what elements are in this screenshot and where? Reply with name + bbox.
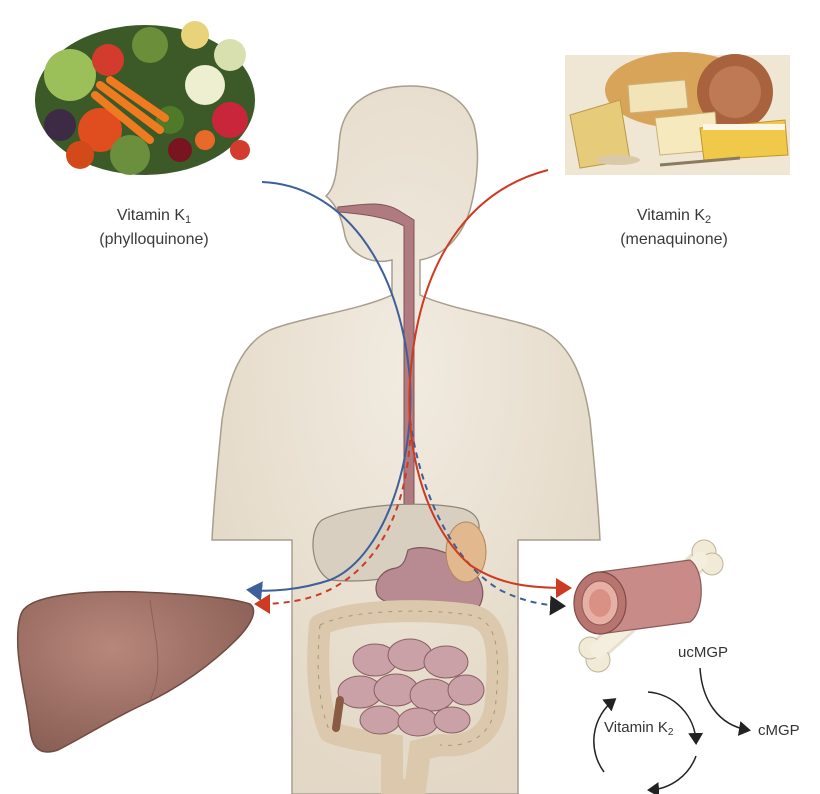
cmgp-label: cMGP [758,722,800,739]
vitamin-k2-label: Vitamin K2 (menaquinone) [594,206,754,250]
vitamin-k2-cycle [594,692,696,790]
vegetables-image [35,21,255,175]
artery [574,560,701,634]
vitamin-k2-compound: (menaquinone) [620,231,728,248]
vitamin-k2-name: Vitamin K [637,207,705,224]
vitamin-k1-label: Vitamin K1 (phylloquinone) [74,206,234,250]
cycle-vitamin-k2-label: Vitamin K2 [604,719,673,738]
cycle-name: Vitamin K [604,719,668,736]
vitamin-k1-subscript: 1 [185,214,191,226]
liver [18,592,254,752]
ucmgp-to-cmgp-arrow [700,668,748,730]
vitamin-k1-compound: (phylloquinone) [99,231,208,248]
cycle-subscript: 2 [668,727,674,738]
ucmgp-label: ucMGP [678,644,728,661]
vitamin-k1-name: Vitamin K [117,207,185,224]
gallbladder [446,522,486,582]
cheese-image [565,52,790,175]
small-intestine [338,639,484,736]
vitamin-k2-subscript: 2 [705,214,711,226]
